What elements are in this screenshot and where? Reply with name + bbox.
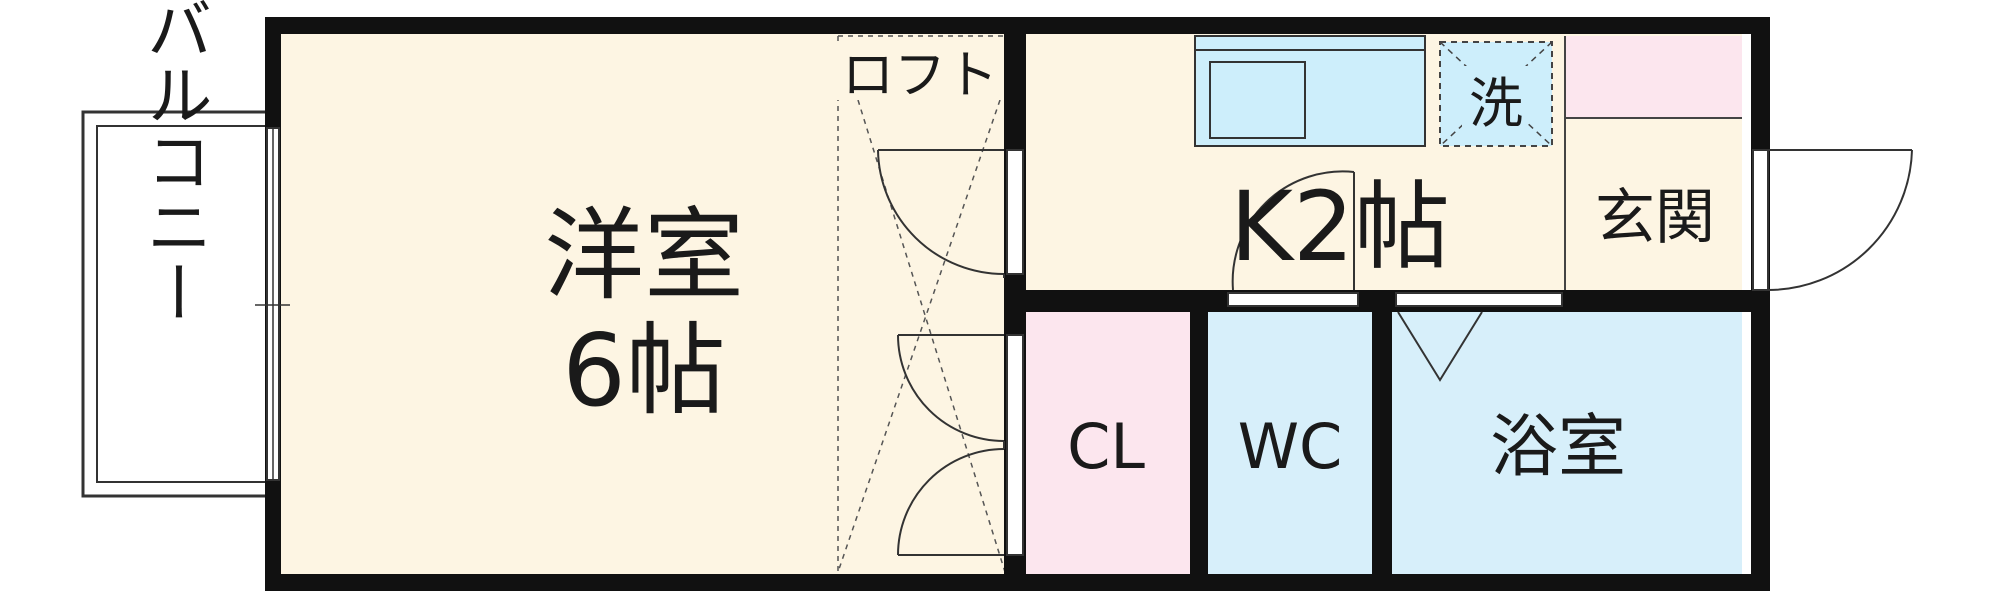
entrance-label: 玄関 <box>1595 183 1715 253</box>
closet-label: CL <box>1067 410 1145 483</box>
toilet-floor <box>1206 310 1374 580</box>
washer-label: 洗 <box>1469 72 1523 135</box>
room-door <box>877 149 1024 278</box>
sink <box>1209 61 1306 139</box>
bath-folding-door <box>1397 311 1483 382</box>
washer-space: 洗 <box>1439 41 1553 147</box>
western-room-name: 洋室 <box>544 197 744 314</box>
western-room-floor <box>275 28 1010 580</box>
balcony: バルコニー <box>81 0 270 498</box>
loft-label: ロフト <box>842 46 998 106</box>
toilet-label: WC <box>1238 410 1343 483</box>
toilet-door-swing <box>1231 170 1355 291</box>
shoe-storage <box>1565 36 1742 118</box>
kitchen-label: K2帖 <box>1230 171 1450 283</box>
western-room-size: 6帖 <box>562 312 726 429</box>
toilet-door-opening <box>1227 292 1359 307</box>
bath-floor <box>1390 310 1742 580</box>
bath-door-opening <box>1395 292 1563 307</box>
kitchen-counter <box>1194 35 1426 147</box>
closet-doors <box>897 334 1024 556</box>
balcony-label: バルコニー <box>136 0 213 325</box>
bath-label: 浴室 <box>1490 408 1626 487</box>
entrance-door <box>1752 149 1913 291</box>
balcony-inner-outline <box>96 125 269 483</box>
closet-floor <box>1020 310 1192 580</box>
balcony-window <box>255 127 290 481</box>
